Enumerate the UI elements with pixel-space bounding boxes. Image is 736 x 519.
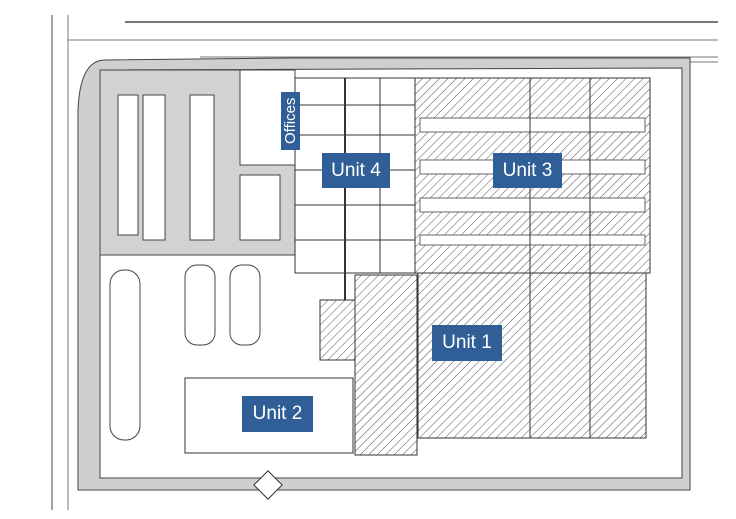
unit2-label: Unit 2 [242,396,313,432]
unit1-strip [354,274,418,456]
parking-islands [109,94,281,441]
entrance-marker [253,470,283,500]
unit4-area [294,77,416,300]
unit4-label: Unit 4 [322,153,390,188]
offices-label: Offices [281,92,300,150]
unit3-label: Unit 3 [493,153,562,188]
unit1-label: Unit 1 [432,325,502,361]
